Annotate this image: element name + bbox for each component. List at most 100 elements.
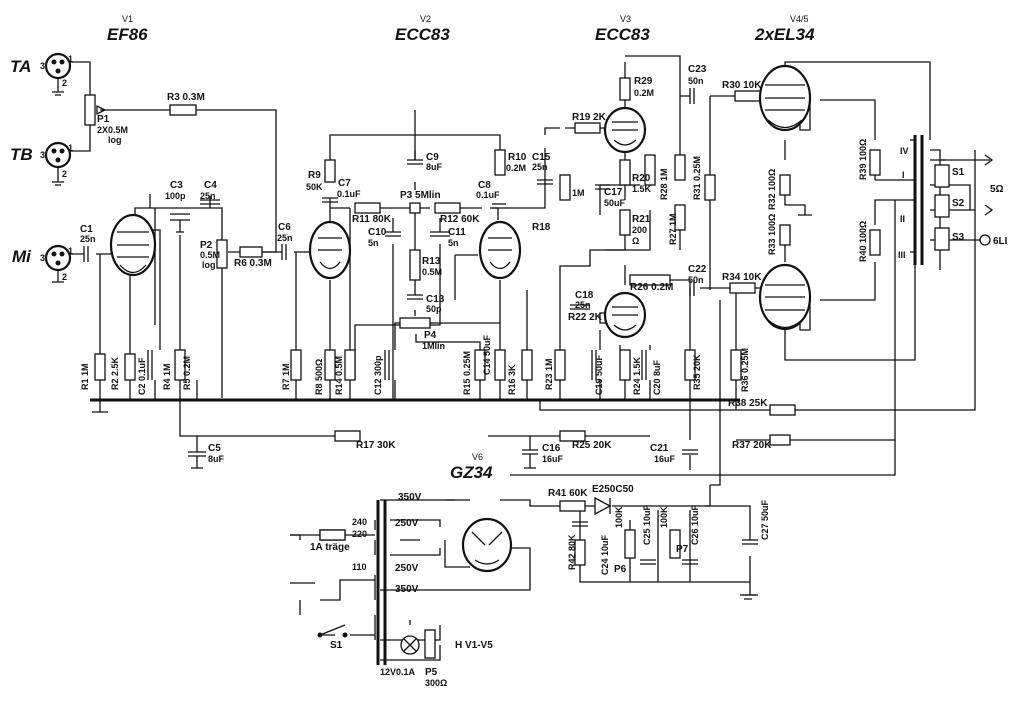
svg-text:0.1uF: 0.1uF	[337, 189, 361, 199]
svg-text:V4/5: V4/5	[790, 14, 809, 24]
svg-text:220: 220	[352, 529, 367, 539]
svg-text:P7: P7	[676, 544, 689, 555]
svg-text:S2: S2	[952, 198, 965, 209]
svg-text:R39 100Ω: R39 100Ω	[858, 139, 868, 180]
svg-text:S1: S1	[330, 640, 343, 651]
svg-text:C25 10uF: C25 10uF	[642, 504, 652, 545]
svg-text:1: 1	[68, 143, 73, 153]
svg-text:350V: 350V	[395, 584, 419, 595]
svg-text:P4: P4	[424, 330, 437, 341]
tube-v3a	[603, 106, 647, 154]
svg-text:C13: C13	[426, 294, 445, 305]
svg-text:P3 5Mlin: P3 5Mlin	[400, 190, 441, 201]
svg-text:V2: V2	[420, 14, 431, 24]
svg-text:R37 20K: R37 20K	[732, 440, 772, 451]
svg-text:R28 1M: R28 1M	[659, 168, 669, 200]
svg-text:240: 240	[352, 517, 367, 527]
svg-text:R5 0.2M: R5 0.2M	[182, 356, 192, 390]
svg-text:Mi: Mi	[12, 247, 32, 266]
svg-text:C16: C16	[542, 443, 561, 454]
svg-text:R21: R21	[632, 214, 651, 225]
svg-text:50n: 50n	[688, 76, 704, 86]
component-labels: R3 0.3M P1 2X0.5M log C1 25n R1 1M R2 2.…	[80, 64, 1008, 688]
svg-text:2: 2	[62, 169, 67, 179]
svg-text:II: II	[900, 214, 905, 224]
tube-heading-v45: V4/5 2xEL34	[754, 14, 815, 44]
svg-text:C27 50uF: C27 50uF	[760, 499, 770, 540]
svg-text:S1: S1	[952, 167, 965, 178]
svg-text:R1 1M: R1 1M	[80, 363, 90, 390]
svg-text:R42 80K: R42 80K	[567, 534, 577, 570]
svg-text:100K: 100K	[614, 506, 624, 528]
svg-text:R33 100Ω: R33 100Ω	[767, 214, 777, 255]
svg-text:R12 60K: R12 60K	[440, 214, 480, 225]
svg-text:V3: V3	[620, 14, 631, 24]
svg-text:C6: C6	[278, 222, 291, 233]
tube-v2a	[308, 220, 352, 280]
svg-text:R19 2K: R19 2K	[572, 112, 607, 123]
svg-text:25n: 25n	[575, 300, 591, 310]
svg-text:III: III	[898, 250, 906, 260]
power-switch	[317, 624, 348, 638]
svg-text:3: 3	[40, 253, 45, 263]
svg-text:R23 1M: R23 1M	[544, 358, 554, 390]
svg-text:C19 50uF: C19 50uF	[594, 354, 604, 395]
tube-v5	[758, 263, 812, 331]
svg-text:5n: 5n	[368, 238, 379, 248]
svg-text:250V: 250V	[395, 563, 419, 574]
svg-text:R7 1M: R7 1M	[281, 363, 291, 390]
svg-text:1: 1	[68, 54, 73, 64]
svg-text:C20 8uF: C20 8uF	[652, 359, 662, 395]
svg-text:P5: P5	[425, 667, 438, 678]
svg-text:R10: R10	[508, 152, 527, 163]
svg-text:50p: 50p	[426, 304, 442, 314]
svg-text:0.5M: 0.5M	[200, 250, 220, 260]
svg-text:S3: S3	[952, 232, 965, 243]
svg-text:R16 3K: R16 3K	[507, 364, 517, 395]
svg-text:C9: C9	[426, 152, 439, 163]
svg-text:25n: 25n	[200, 191, 216, 201]
svg-text:R32 100Ω: R32 100Ω	[767, 169, 777, 210]
svg-text:1A träge: 1A träge	[310, 542, 350, 553]
svg-text:C7: C7	[338, 178, 351, 189]
svg-text:C17: C17	[604, 187, 623, 198]
svg-text:P1: P1	[97, 114, 110, 125]
svg-text:C1: C1	[80, 224, 93, 235]
svg-text:16uF: 16uF	[654, 454, 676, 464]
svg-text:ECC83: ECC83	[595, 25, 650, 44]
svg-text:R11 80K: R11 80K	[352, 214, 392, 225]
svg-text:R3 0.3M: R3 0.3M	[167, 92, 205, 103]
tube-heading-v1: V1 EF86	[107, 14, 148, 44]
svg-text:R18: R18	[532, 222, 551, 233]
svg-text:C11: C11	[448, 227, 466, 238]
svg-text:C10: C10	[368, 227, 387, 238]
svg-text:TA: TA	[10, 57, 31, 76]
svg-text:P6: P6	[614, 564, 627, 575]
svg-text:R41 60K: R41 60K	[548, 488, 588, 499]
ground-symbols	[290, 534, 756, 600]
tube-heading-v2: V2 ECC83	[395, 14, 450, 44]
svg-text:12V0.1A: 12V0.1A	[380, 667, 416, 677]
svg-text:25n: 25n	[277, 233, 293, 243]
svg-text:C14 50uF: C14 50uF	[482, 334, 492, 375]
svg-text:350V: 350V	[398, 492, 422, 503]
svg-text:C4: C4	[204, 180, 217, 191]
svg-text:R9: R9	[308, 170, 321, 181]
fuse	[319, 529, 346, 541]
capacitors	[83, 88, 758, 565]
svg-text:R2 2.5K: R2 2.5K	[110, 356, 120, 390]
svg-text:R22 2K: R22 2K	[568, 312, 603, 323]
tube-v2b	[478, 220, 522, 280]
svg-text:Ω: Ω	[632, 236, 639, 246]
svg-text:C2 0.1uF: C2 0.1uF	[137, 357, 147, 395]
svg-text:C5: C5	[208, 443, 221, 454]
svg-text:250V: 250V	[395, 518, 419, 529]
svg-text:C21: C21	[650, 443, 669, 454]
svg-text:R13: R13	[422, 256, 441, 267]
svg-text:C26 10uF: C26 10uF	[690, 504, 700, 545]
svg-text:C18: C18	[575, 290, 594, 301]
svg-text:0.1uF: 0.1uF	[476, 190, 500, 200]
svg-text:E250C50: E250C50	[592, 484, 634, 495]
svg-text:IV: IV	[900, 146, 909, 156]
svg-text:50uF: 50uF	[604, 198, 626, 208]
